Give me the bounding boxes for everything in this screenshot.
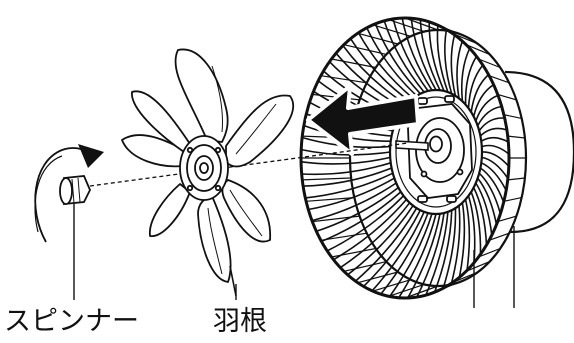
guard-rim-wire bbox=[302, 178, 351, 180]
blade-label: 羽根 bbox=[213, 308, 267, 335]
blade-5 bbox=[150, 184, 190, 236]
guard-spoke bbox=[303, 168, 392, 186]
guard-spoke bbox=[480, 128, 507, 136]
guard-spoke bbox=[384, 21, 424, 92]
guard-spoke bbox=[479, 173, 500, 214]
guard-rim-wire bbox=[389, 20, 425, 32]
spinner-label: スピンナー bbox=[4, 308, 139, 335]
guard-spoke bbox=[451, 35, 455, 96]
leader-lines bbox=[74, 204, 514, 308]
fan-blade bbox=[122, 49, 293, 296]
blade-3 bbox=[222, 180, 270, 242]
guard-spoke bbox=[480, 168, 503, 202]
guard-rim-wire bbox=[321, 233, 367, 240]
spinner bbox=[60, 176, 90, 204]
blade-4 bbox=[198, 196, 231, 282]
guard-spoke bbox=[476, 183, 492, 235]
guard-spoke bbox=[481, 138, 508, 142]
blade-2 bbox=[226, 95, 293, 166]
guard-spoke bbox=[478, 178, 497, 225]
guard-spoke bbox=[474, 85, 494, 117]
guard-spoke bbox=[469, 65, 483, 108]
guard-rim-wire bbox=[373, 280, 411, 291]
guard-spoke bbox=[466, 200, 470, 271]
guard-rim-wire bbox=[344, 45, 386, 55]
guard-spoke bbox=[481, 163, 506, 191]
